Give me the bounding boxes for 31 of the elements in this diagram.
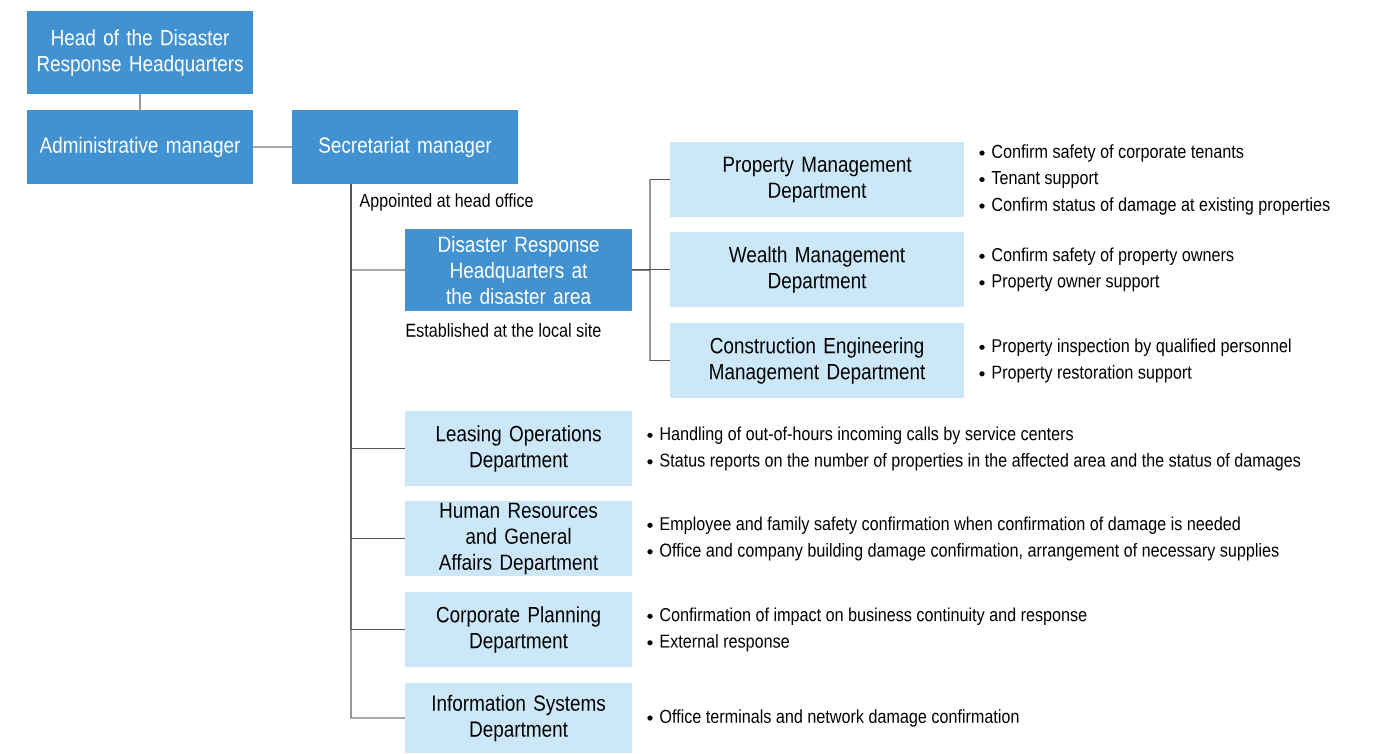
department-box: Human Resources and General Affairs Department — [405, 501, 632, 576]
bullet-item: Confirm status of damage at existing properties — [979, 197, 1330, 215]
manager-box: Disaster Response Headquarters at the disaster area — [405, 229, 632, 311]
bullet-item: Confirm safety of corporate tenants — [979, 144, 1244, 162]
connector-line — [139, 93, 141, 111]
bullet-item: Status reports on the number of properties in the affected area and the status of damages — [647, 453, 1301, 471]
bullet-item: Property inspection by qualified personnel — [979, 338, 1291, 356]
bullet-item: Tenant support — [979, 171, 1099, 188]
manager-box: Head of the Disaster Response Headquarters — [27, 11, 253, 94]
bullet-item: External response — [647, 634, 789, 652]
bullet-item: Employee and family safety confirmation when confirmation of damage is needed — [647, 516, 1240, 534]
bullet-item: Confirm safety of property owners — [979, 247, 1234, 265]
bullet-item: Office terminals and network damage confirmation — [647, 709, 1019, 727]
bullet-item: Office and company building damage confirmation, arrangement of necessary supplies — [647, 543, 1279, 561]
bullet-item: Property owner support — [979, 274, 1160, 292]
connector-line — [631, 269, 671, 362]
department-box: Construction Engineering Management Department — [670, 323, 964, 398]
department-box: Corporate Planning Department — [405, 592, 632, 667]
department-box: Wealth Management Department — [670, 232, 964, 307]
note-text: Established at the local site — [406, 323, 601, 337]
department-box: Leasing Operations Department — [405, 411, 632, 486]
bullet-item: Confirmation of impact on business continuity and response — [647, 607, 1087, 625]
manager-box: Administrative manager — [27, 110, 253, 184]
connector-line — [350, 183, 406, 719]
department-box: Property Management Department — [670, 142, 964, 217]
bullet-item: Property restoration support — [979, 365, 1192, 383]
connector-line — [252, 146, 293, 148]
department-box: Information Systems Department — [405, 683, 632, 753]
bullet-item: Handling of out-of-hours incoming calls by service centers — [647, 426, 1073, 444]
manager-box: Secretariat manager — [292, 110, 518, 184]
note-text: Appointed at head office — [359, 193, 533, 211]
